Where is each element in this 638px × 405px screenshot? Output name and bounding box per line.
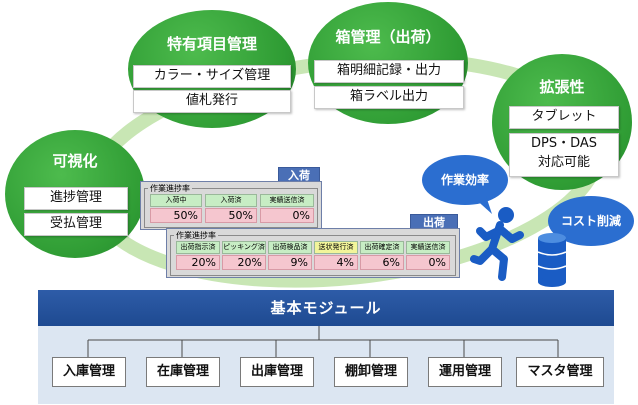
box-management-title: 箱管理（出荷） bbox=[335, 28, 441, 46]
box-item-detail-record: 箱明細記録・出力 bbox=[314, 60, 464, 83]
outbound-header: ピッキング済 bbox=[222, 241, 266, 254]
inbound-value: 0% bbox=[260, 208, 314, 223]
inbound-header: 入荷済 bbox=[205, 194, 257, 207]
module-inbound: 入庫管理 bbox=[52, 357, 126, 387]
module-inventory: 在庫管理 bbox=[146, 357, 220, 387]
box-item-label-output: 箱ラベル出力 bbox=[314, 86, 464, 109]
running-person-icon bbox=[470, 207, 524, 281]
module-master: マスタ管理 bbox=[516, 357, 604, 387]
module-connector-lines bbox=[87, 326, 559, 357]
outbound-panel-title: 作業進捗率 bbox=[174, 230, 218, 241]
inbound-panel-title: 作業進捗率 bbox=[148, 183, 192, 194]
outbound-panel: 作業進捗率 出荷指示済 ピッキング済 出荷検品済 送状発行済 出荷確定済 実績送… bbox=[166, 228, 460, 278]
efficiency-bubble-tail bbox=[472, 196, 492, 214]
outbound-value: 20% bbox=[222, 255, 266, 270]
special-item-price-tag: 値札発行 bbox=[133, 90, 291, 113]
visualization-item-progress: 進捗管理 bbox=[24, 187, 128, 210]
outbound-header: 送状発行済 bbox=[314, 241, 358, 254]
extensibility-item-tablet: タブレット bbox=[509, 106, 619, 129]
outbound-value: 6% bbox=[360, 255, 404, 270]
outbound-header: 出荷指示済 bbox=[176, 241, 220, 254]
inbound-header: 実績送信済 bbox=[260, 194, 314, 207]
outbound-value: 0% bbox=[406, 255, 450, 270]
visualization-title: 可視化 bbox=[52, 152, 98, 170]
inbound-value: 50% bbox=[150, 208, 202, 223]
module-outbound: 出庫管理 bbox=[240, 357, 314, 387]
outbound-header: 実績送信済 bbox=[406, 241, 450, 254]
inbound-value: 50% bbox=[205, 208, 257, 223]
support-label: 対応可能 bbox=[537, 155, 590, 170]
coin-stack-icon bbox=[537, 233, 567, 287]
efficiency-bubble: 作業効率 bbox=[422, 155, 508, 205]
dps-das-label: DPS・DAS bbox=[530, 136, 598, 151]
outbound-header: 出荷確定済 bbox=[360, 241, 404, 254]
outbound-frame bbox=[170, 235, 456, 276]
extensibility-item-dps-das: DPS・DAS 対応可能 bbox=[509, 133, 619, 177]
inbound-header: 入荷中 bbox=[150, 194, 202, 207]
extensibility-title: 拡張性 bbox=[539, 78, 585, 96]
visualization-item-receipt: 受払管理 bbox=[24, 213, 128, 236]
module-operation: 運用管理 bbox=[428, 357, 502, 387]
module-stocktaking: 棚卸管理 bbox=[334, 357, 408, 387]
outbound-header: 出荷検品済 bbox=[268, 241, 312, 254]
inbound-frame bbox=[144, 188, 318, 228]
outbound-value: 9% bbox=[268, 255, 312, 270]
outbound-value: 4% bbox=[314, 255, 358, 270]
special-items-title: 特有項目管理 bbox=[166, 35, 257, 53]
inbound-panel: 作業進捗率 入荷中 入荷済 実績送信済 50% 50% 0% bbox=[140, 181, 322, 230]
special-item-color-size: カラー・サイズ管理 bbox=[133, 65, 291, 88]
outbound-value: 20% bbox=[176, 255, 220, 270]
base-module-bar: 基本モジュール bbox=[38, 290, 614, 326]
inbound-tab: 入荷 bbox=[278, 167, 320, 184]
